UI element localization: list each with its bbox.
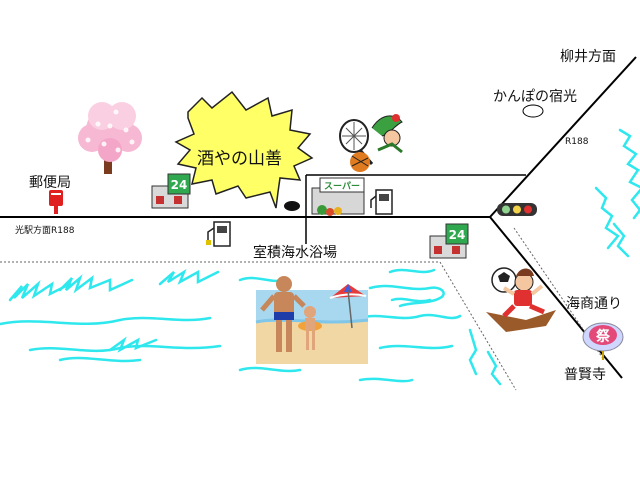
gas-station-icon (370, 189, 393, 215)
label-yubinkyoku: 郵便局 (29, 175, 71, 191)
festival-text: 祭 (595, 328, 611, 345)
label-yanagii: 柳井方面 (560, 49, 616, 65)
label-shop-name: 酒やの山善 (197, 149, 282, 169)
convenience-store-icon: 24 (429, 223, 469, 259)
label-hikari-station: 光駅方面R188 (15, 226, 75, 236)
label-r188-east: R188 (565, 137, 589, 147)
soccer-player-icon (486, 267, 556, 332)
road-r188-east (489, 56, 637, 218)
label-beach: 室積海水浴場 (253, 245, 337, 261)
label-fugenji: 普賢寺 (564, 367, 606, 383)
beach-scene-icon (255, 276, 369, 364)
label-kaisho: 海商通り (566, 296, 622, 312)
supermarket-icon: スーパー (311, 177, 365, 216)
gas-station-icon (206, 221, 231, 247)
convenience-store-icon: 24 (151, 173, 191, 209)
store-24-text-b: 24 (449, 228, 466, 242)
traffic-light-icon (497, 203, 537, 216)
post-box-icon (49, 190, 63, 214)
speech-bubble (174, 90, 314, 211)
tennis-mascot-icon (339, 114, 403, 172)
roads (0, 56, 637, 379)
shop-marker (284, 201, 300, 211)
supermarket-sign-text: スーパー (324, 180, 360, 192)
sakura-tree-icon (78, 102, 142, 174)
store-24-text-a: 24 (171, 178, 188, 192)
label-kanpo: かんぽの宿光 (493, 89, 577, 105)
kanpo-marker (522, 104, 544, 118)
festival-balloon-icon: 祭 (582, 322, 624, 360)
